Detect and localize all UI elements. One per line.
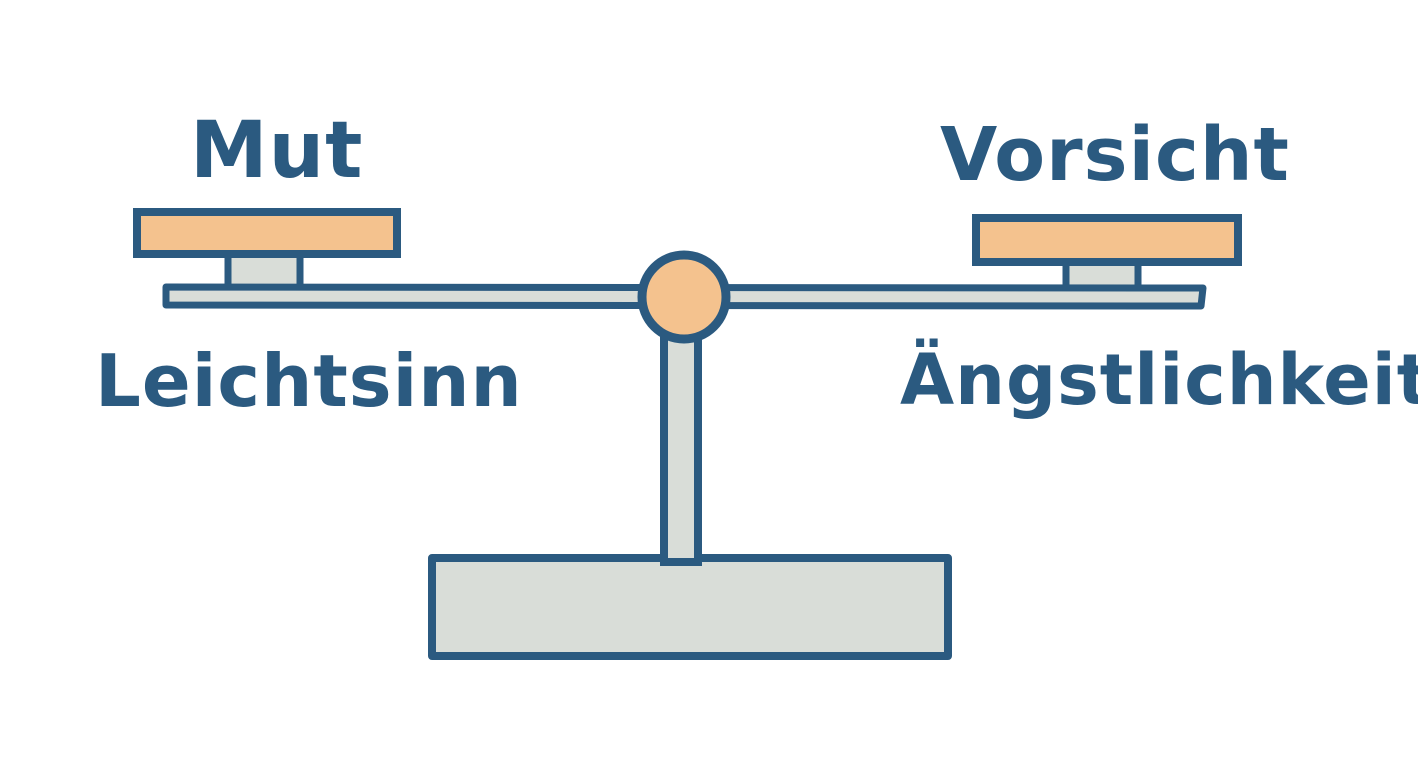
scale-post (660, 326, 702, 566)
pivot-circle (637, 250, 731, 344)
left-pan (133, 208, 401, 258)
right-pan (972, 214, 1242, 266)
label-aengstlichkeit: Ängstlichkeit (900, 339, 1418, 421)
scale-base (428, 554, 952, 660)
label-leichtsinn: Leichtsinn (95, 339, 523, 423)
label-mut: Mut (190, 106, 364, 196)
label-vorsicht: Vorsicht (940, 112, 1290, 198)
